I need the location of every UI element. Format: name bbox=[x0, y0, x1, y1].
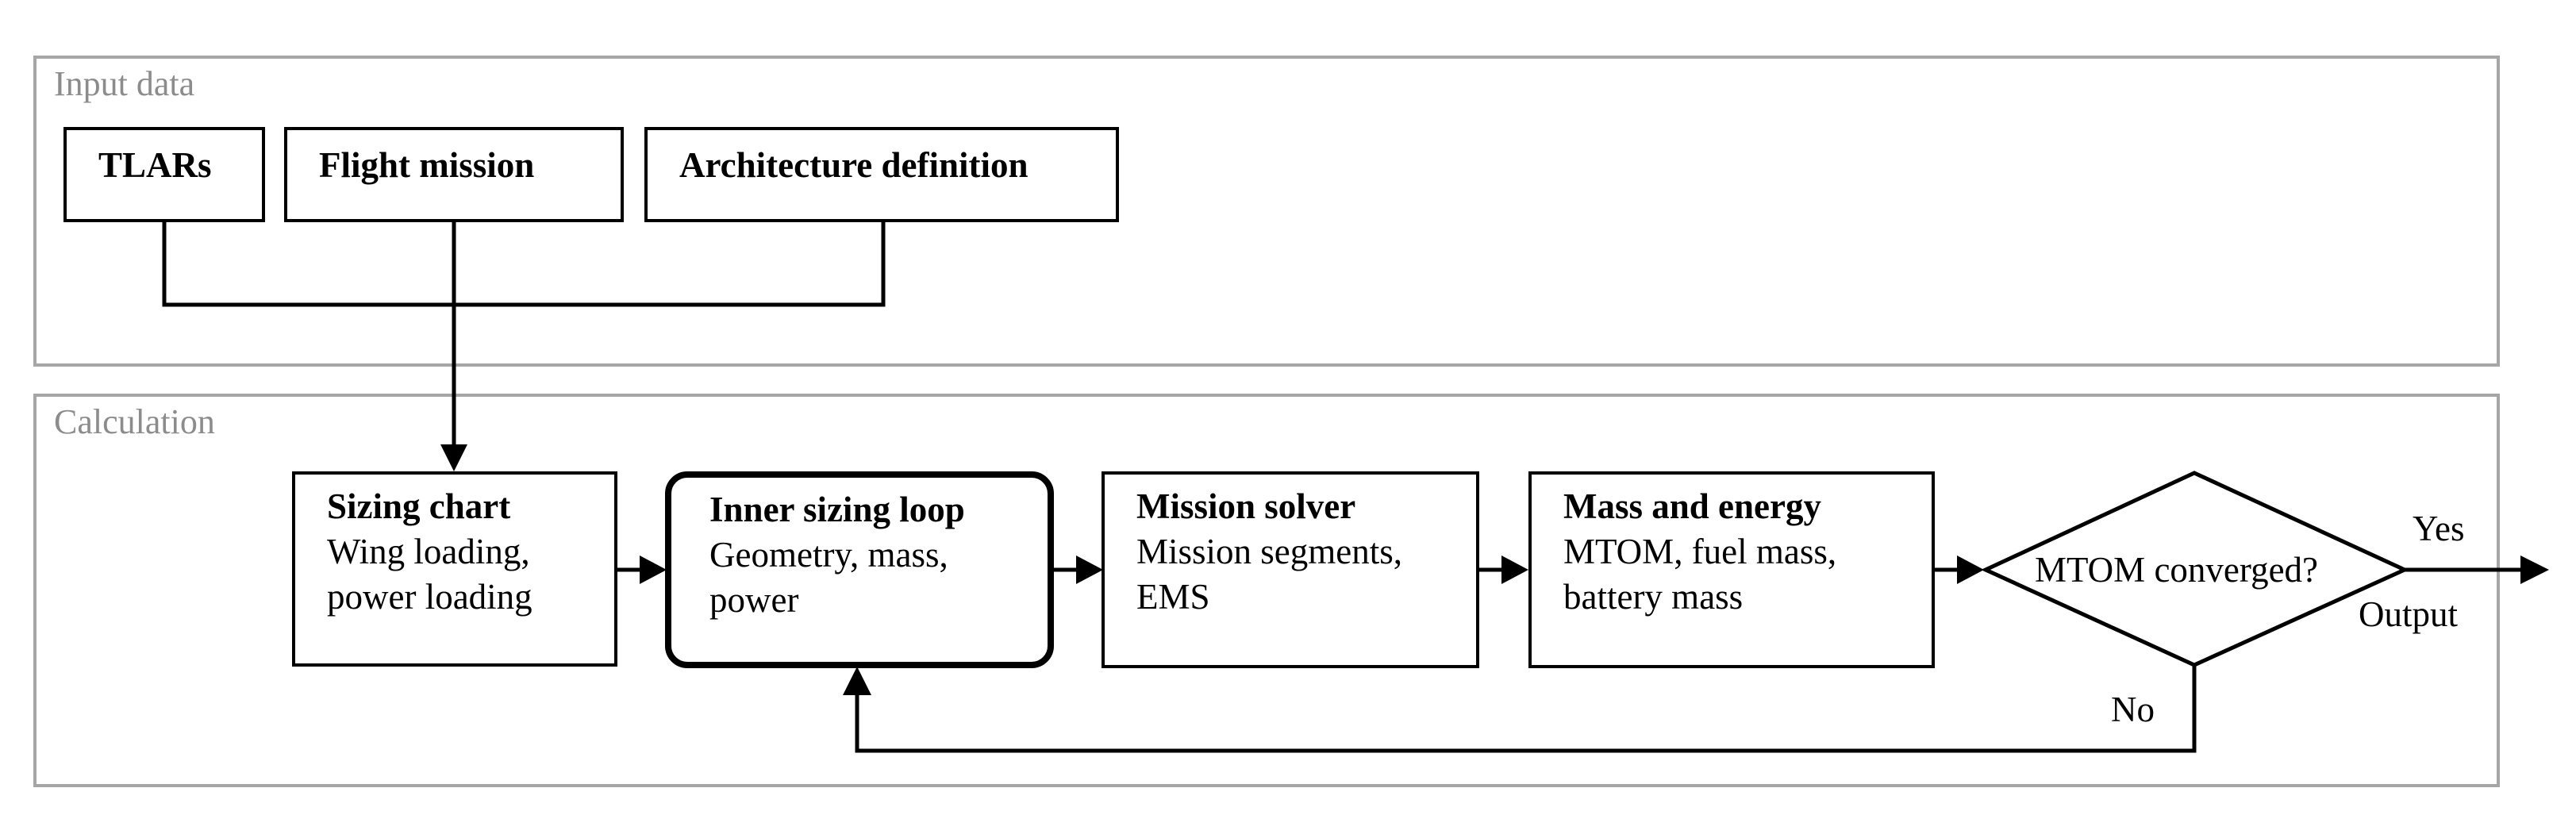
arrowhead-to-inner bbox=[640, 555, 667, 584]
input-merge-line bbox=[162, 221, 886, 307]
inner-sizing-loop-title: Inner sizing loop bbox=[709, 490, 965, 529]
sizing-chart-title: Sizing chart bbox=[327, 486, 511, 526]
mission-solver-line1: Mission segments, bbox=[1136, 532, 1403, 571]
tlars-box: TLARs bbox=[63, 127, 265, 222]
arrowhead-output bbox=[2520, 555, 2549, 584]
feedback-line bbox=[855, 665, 2197, 753]
arrowhead-to-decision bbox=[1957, 555, 1984, 584]
decision-diamond bbox=[1981, 471, 2410, 667]
architecture-definition-label: Architecture definition bbox=[679, 145, 1028, 185]
mission-solver-box: Mission solver Mission segments, EMS bbox=[1102, 471, 1479, 668]
mission-solver-line2: EMS bbox=[1136, 577, 1210, 617]
input-data-group: Input data bbox=[33, 56, 2500, 367]
mass-and-energy-title: Mass and energy bbox=[1563, 486, 1821, 526]
flight-mission-box: Flight mission bbox=[284, 127, 624, 222]
output-label: Output bbox=[2359, 594, 2459, 634]
decision-question: MTOM converged? bbox=[2035, 550, 2319, 590]
sizing-chart-box: Sizing chart Wing loading, power loading bbox=[292, 471, 617, 667]
sizing-chart-line2: power loading bbox=[327, 577, 533, 617]
arrowhead-to-mission bbox=[1076, 555, 1103, 584]
mass-and-energy-line2: battery mass bbox=[1563, 577, 1744, 617]
mass-and-energy-box: Mass and energy MTOM, fuel mass, battery… bbox=[1528, 471, 1935, 668]
inner-sizing-loop-line2: power bbox=[709, 580, 799, 620]
inner-sizing-loop-line1: Geometry, mass, bbox=[709, 535, 948, 575]
arrowhead-down bbox=[440, 444, 467, 471]
calculation-group: Calculation bbox=[33, 394, 2500, 787]
arrowhead-to-mass bbox=[1501, 555, 1528, 584]
input-data-label: Input data bbox=[54, 64, 195, 103]
flight-mission-label: Flight mission bbox=[319, 145, 535, 185]
inner-sizing-loop-box: Inner sizing loop Geometry, mass, power bbox=[665, 471, 1054, 668]
arrowhead-feedback-up bbox=[843, 667, 871, 695]
tlars-label: TLARs bbox=[98, 145, 212, 185]
mass-and-energy-line1: MTOM, fuel mass, bbox=[1563, 532, 1837, 571]
architecture-definition-box: Architecture definition bbox=[644, 127, 1119, 222]
mission-solver-title: Mission solver bbox=[1136, 486, 1356, 526]
no-label: No bbox=[2111, 690, 2155, 729]
yes-label: Yes bbox=[2413, 509, 2465, 548]
calculation-label: Calculation bbox=[54, 402, 215, 441]
sizing-chart-line1: Wing loading, bbox=[327, 532, 530, 571]
